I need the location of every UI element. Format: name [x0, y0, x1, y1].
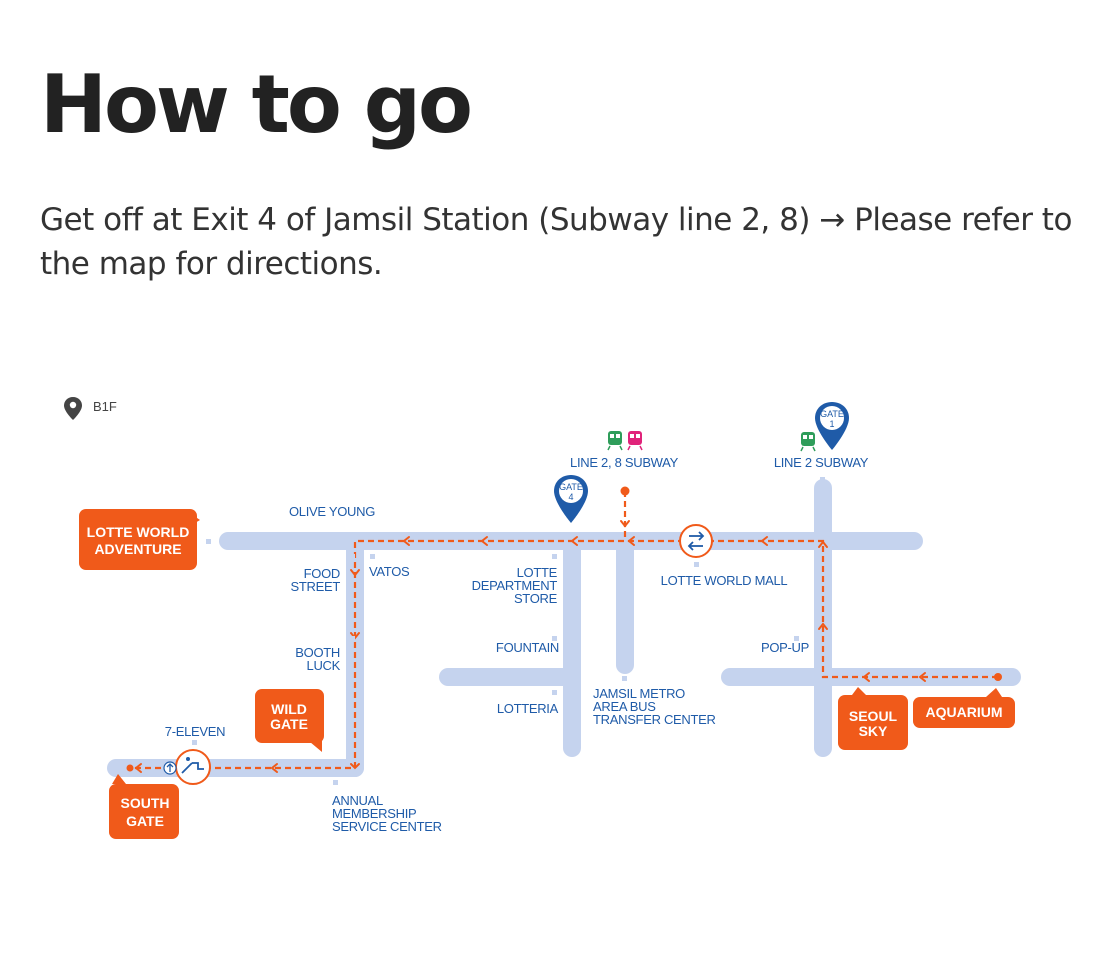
svg-text:AQUARIUM: AQUARIUM — [926, 704, 1003, 720]
subway-train-icon — [607, 431, 623, 451]
annual-membership-label-3: SERVICE CENTER — [332, 819, 442, 834]
olive-young-label: OLIVE YOUNG — [289, 504, 375, 519]
annual-membership-label-2: MEMBERSHIP — [332, 806, 416, 821]
svg-text:WILD: WILD — [271, 701, 307, 717]
svg-text:GATE: GATE — [270, 716, 308, 732]
subway-train-icon — [627, 431, 643, 451]
subway-train-icon — [800, 432, 816, 452]
lotte-world-adventure-box: LOTTE WORLD ADVENTURE — [79, 509, 200, 570]
lotteria-label: LOTTERIA — [497, 701, 559, 716]
directions-map: B1F — [64, 397, 1021, 839]
line-2-8-subway-label: LINE 2, 8 SUBWAY — [570, 455, 679, 470]
seoul-sky-box: SEOUL SKY — [838, 687, 908, 750]
end-dot — [126, 764, 134, 772]
fountain-label: FOUNTAIN — [496, 640, 559, 655]
start-dot-aquarium — [994, 673, 1002, 681]
jamsil-transfer-center-label: JAMSIL METRO — [593, 686, 685, 701]
south-gate-box: SOUTH GATE — [109, 774, 179, 839]
lotte-department-store-label: LOTTE — [517, 565, 558, 580]
route-path — [130, 491, 998, 770]
svg-text:SEOUL: SEOUL — [849, 708, 898, 724]
directions-text: Get off at Exit 4 of Jamsil Station (Sub… — [40, 202, 1072, 282]
pop-up-label: POP-UP — [761, 640, 809, 655]
escalator-icon — [175, 749, 211, 785]
svg-text:GATE: GATE — [820, 409, 844, 419]
svg-text:LOTTE WORLD: LOTTE WORLD — [87, 524, 190, 540]
gate-4-pin-icon: GATE 4 — [554, 475, 588, 523]
annual-membership-label: ANNUAL — [332, 793, 383, 808]
svg-text:ADVENTURE: ADVENTURE — [94, 541, 181, 557]
booth-luck-label-2: LUCK — [307, 658, 341, 673]
wild-gate-box: WILD GATE — [255, 689, 324, 752]
up-arrow-icon — [163, 761, 177, 775]
svg-text:4: 4 — [568, 492, 573, 502]
start-dot — [620, 486, 630, 496]
seven-eleven-label: 7-ELEVEN — [165, 724, 225, 739]
line-2-subway-label: LINE 2 SUBWAY — [774, 455, 869, 470]
food-street-label-2: STREET — [291, 579, 341, 594]
vatos-label: VATOS — [369, 564, 410, 579]
aquarium-box: AQUARIUM — [913, 688, 1015, 728]
page-title: How to go — [40, 58, 473, 151]
food-street-label: FOOD — [304, 566, 340, 581]
svg-text:GATE: GATE — [126, 813, 164, 829]
lotte-department-store-label-2: DEPARTMENT — [472, 578, 558, 593]
route-arrows — [134, 520, 926, 773]
jamsil-transfer-center-label-2: AREA BUS — [593, 699, 656, 714]
floor-label: B1F — [93, 399, 117, 414]
lotte-world-mall-label: LOTTE WORLD MALL — [661, 573, 788, 588]
svg-text:GATE: GATE — [559, 482, 583, 492]
svg-text:SKY: SKY — [859, 723, 888, 739]
lotte-department-store-label-3: STORE — [514, 591, 558, 606]
svg-text:1: 1 — [829, 419, 834, 429]
location-pin-icon — [64, 397, 82, 420]
jamsil-transfer-center-label-3: TRANSFER CENTER — [593, 712, 716, 727]
booth-luck-label: BOOTH — [295, 645, 340, 660]
gate-1-pin-icon: GATE 1 — [815, 402, 849, 450]
transfer-icon — [679, 524, 713, 558]
svg-text:SOUTH: SOUTH — [121, 795, 170, 811]
